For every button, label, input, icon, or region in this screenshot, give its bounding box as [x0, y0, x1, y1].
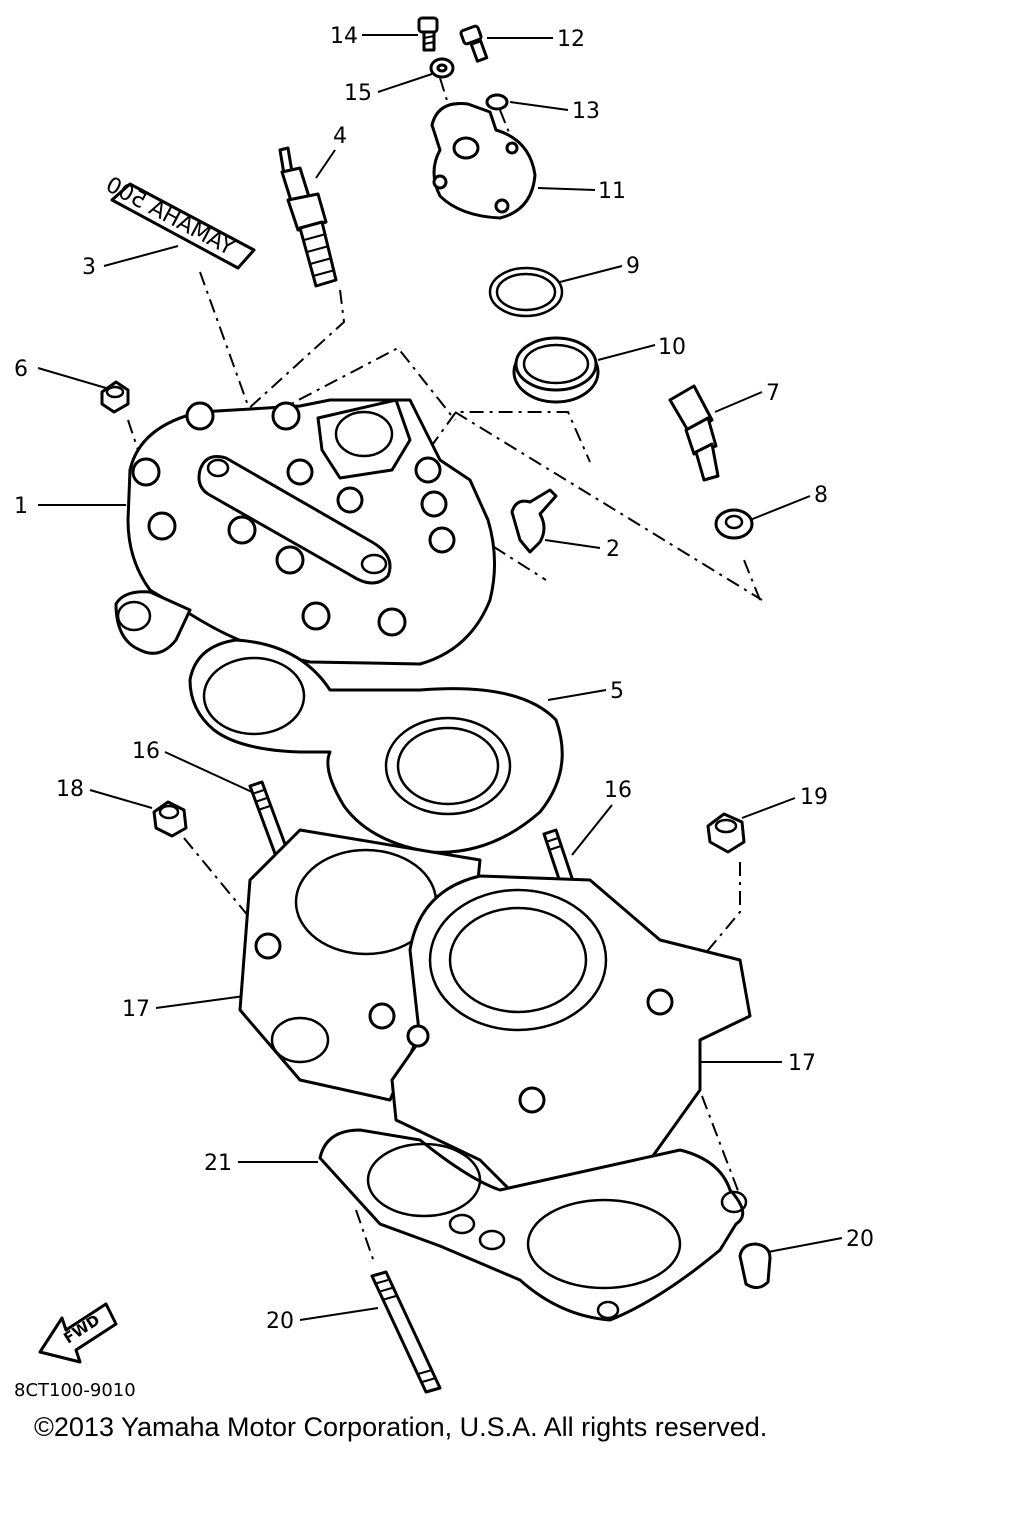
cylinder-17-right: [390, 874, 752, 1202]
callout-10: 10: [658, 335, 686, 360]
callout-20-right: 19: [800, 785, 828, 810]
stud-18: [370, 1270, 442, 1394]
callout-6: 6: [14, 357, 28, 382]
diagram-code: 8CT100-9010: [14, 1380, 136, 1401]
callout-20-left: 18: [56, 777, 84, 802]
callout-14: 14: [330, 24, 358, 49]
hose-fitting-2: [510, 488, 558, 554]
callout-11: 11: [598, 179, 626, 204]
callout-9: 9: [626, 254, 640, 279]
callout-1: 1: [14, 494, 28, 519]
callout-17-right: 17: [788, 1051, 816, 1076]
callout-13: 13: [572, 99, 600, 124]
decal-3: YAMAHA 500: [101, 172, 256, 270]
thermostat-cover-11: [430, 101, 537, 220]
callout-19: 20: [846, 1227, 874, 1252]
seal-ring-10: [512, 336, 600, 404]
callout-16-left: 16: [132, 739, 160, 764]
nut-20-right: [706, 812, 746, 854]
callout-17-left: 17: [122, 997, 150, 1022]
callout-2: 2: [606, 537, 620, 562]
washer-13: [485, 93, 509, 111]
callout-4: 4: [333, 124, 347, 149]
base-gasket-21: [318, 1128, 748, 1322]
nut-20-left: [152, 800, 188, 838]
temperature-sensor-7: [668, 384, 720, 482]
callout-8: 8: [814, 483, 828, 508]
callout-7: 7: [766, 381, 780, 406]
callout-21: 21: [204, 1151, 232, 1176]
leader-lines: [37, 34, 843, 1321]
bolt-12: [459, 24, 489, 63]
callout-18: 20: [266, 1309, 294, 1334]
callout-16-right: 16: [604, 778, 632, 803]
copyright-notice: ©2013 Yamaha Motor Corporation, U.S.A. A…: [34, 1412, 768, 1442]
o-ring-9: [488, 266, 564, 318]
callout-12: 12: [557, 27, 585, 52]
head-gasket-5: [188, 638, 564, 854]
callout-5: 5: [610, 679, 624, 704]
washer-15: [429, 57, 455, 79]
callout-3: 3: [82, 255, 96, 280]
washer-8: [714, 508, 754, 540]
bolt-14: [417, 16, 439, 52]
callout-labels: 14 12 15 13 4 11 3 9 10 6 7 1 8 2 5 16 1…: [14, 24, 874, 1334]
cylinder-head-1: [114, 398, 496, 666]
forward-arrow-icon: FWD: [38, 1302, 118, 1364]
spark-plug-4: [278, 146, 338, 288]
dowel-19: [738, 1242, 772, 1289]
nut-6: [100, 380, 130, 414]
callout-15: 15: [344, 81, 372, 106]
